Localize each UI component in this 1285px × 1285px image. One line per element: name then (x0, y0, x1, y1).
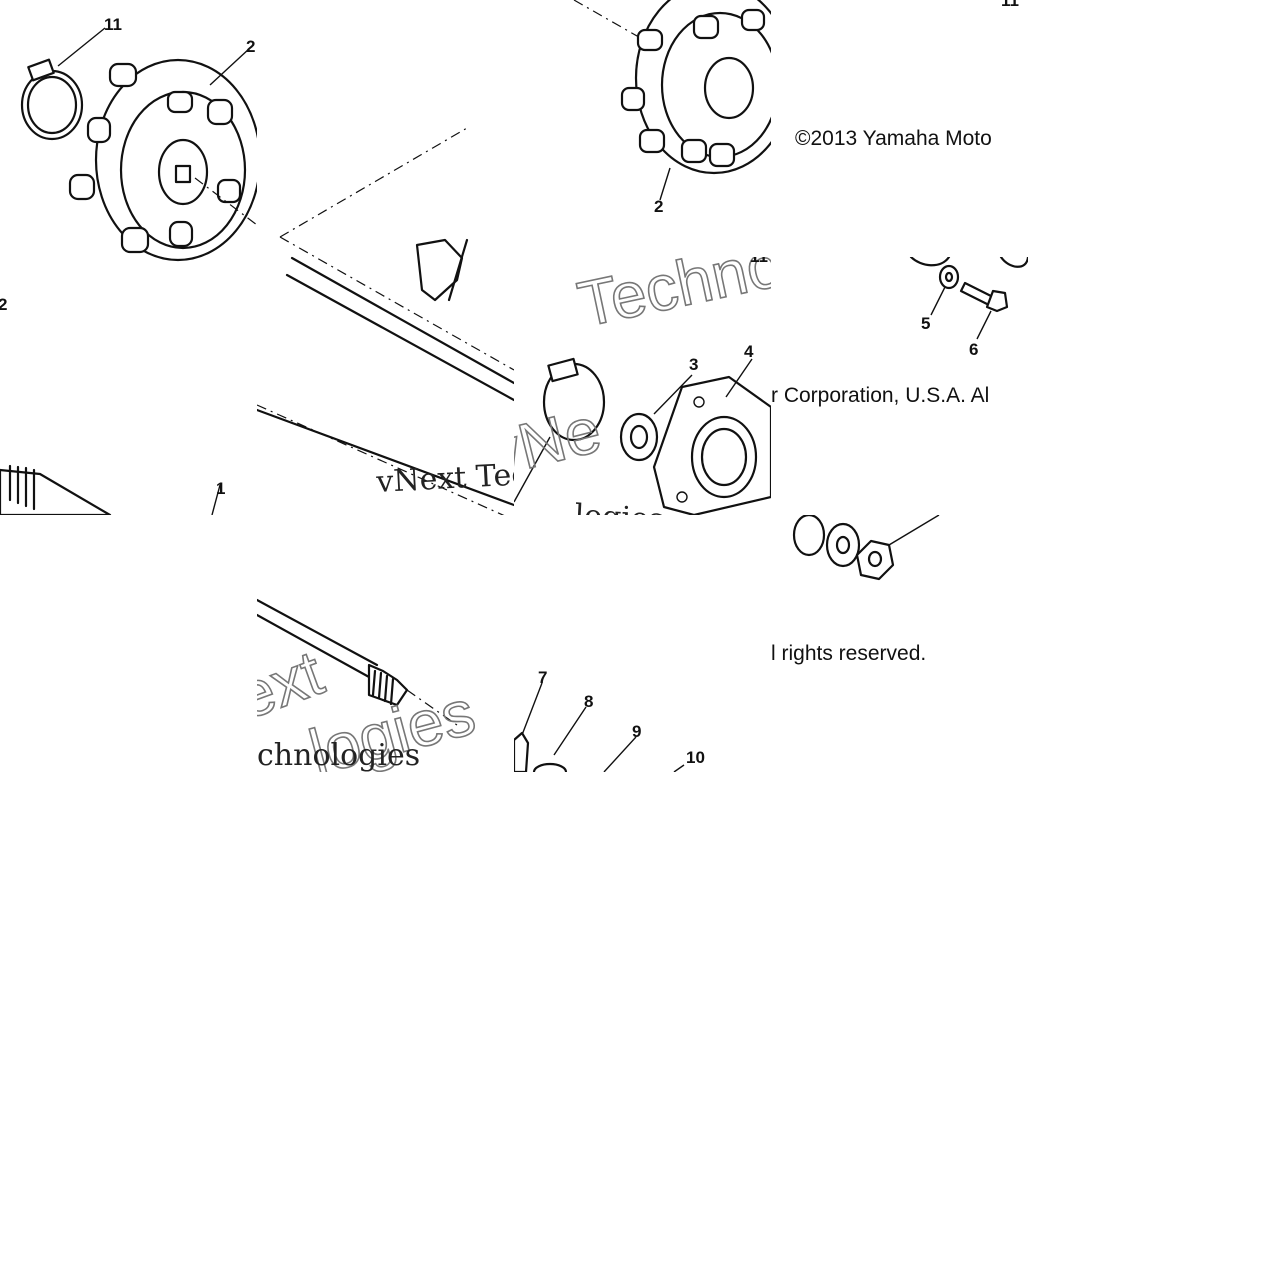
diagram-tile-nut: l rights reserved. (771, 515, 1028, 772)
watermark-chnologies: chnologies (257, 738, 420, 772)
diagram-tile-shaft-end: ext logies chnologies (257, 515, 514, 772)
callout-2-right: 2 (654, 197, 663, 216)
callout-8: 8 (584, 692, 593, 711)
callout-11-mid: 11 (750, 257, 768, 266)
shaft-end-part (0, 464, 112, 515)
diagram-tile-copyright: 11 ©2013 Yamaha Moto (771, 0, 1028, 257)
diagram-tile-washers: 7 8 9 10 (514, 515, 771, 772)
callout-1: 1 (216, 479, 225, 498)
callout-4: 4 (744, 342, 754, 361)
washers-drawing: 7 8 9 10 (514, 668, 705, 772)
diagram-tile-sprocket-left: 11 2 2 (0, 0, 257, 515)
callout-11-top: 11 (1001, 0, 1019, 10)
sprocket-left-drawing: 11 2 2 (0, 15, 257, 515)
diagram-tile-sprocket-right: 2 (514, 0, 771, 257)
callout-10: 10 (686, 748, 705, 767)
callout-9: 9 (632, 722, 641, 741)
callout-3: 3 (689, 355, 698, 374)
nut-part (938, 264, 960, 290)
diagram-tile-bearing-housing: Techno 11 3 4 vNe logies (514, 257, 771, 515)
watermark-vnext: vNext Tec (375, 457, 514, 500)
callout-5: 5 (921, 314, 930, 333)
watermark-techno: Techno (572, 257, 771, 341)
diagram-tile-shaft-plate: vNext Tec (257, 0, 514, 515)
copyright-line1: ©2013 Yamaha Moto (795, 127, 992, 150)
watermark-logies: logies (574, 498, 665, 515)
sprocket-part (68, 58, 257, 262)
callout-11: 11 (104, 15, 122, 34)
seal-part (619, 412, 659, 462)
shaft-end-drawing: ext logies chnologies (257, 598, 483, 772)
nut-drawing: l rights reserved. (771, 515, 940, 665)
hose-clamp-part (20, 58, 84, 141)
diagram-tile-bolt: 5 6 r Corporation, U.S.A. Al (771, 257, 1028, 515)
bearing-housing-drawing: Techno 11 3 4 vNe logies (514, 257, 771, 515)
sprocket-right-drawing: 2 (573, 0, 771, 216)
sprocket-right-part (620, 0, 771, 175)
bolt-drawing: 5 6 r Corporation, U.S.A. Al (771, 257, 1028, 407)
callout-7: 7 (538, 668, 547, 687)
bolt-part (959, 281, 1009, 313)
copyright-line2: r Corporation, U.S.A. Al (771, 384, 989, 407)
copyright-drawing: 11 ©2013 Yamaha Moto (795, 0, 1019, 150)
callout-6: 6 (969, 340, 978, 359)
shaft-plate-drawing: vNext Tec (257, 127, 514, 515)
housing-part (652, 375, 771, 515)
watermark-vne: vNe (514, 393, 608, 490)
callout-2-edge: 2 (0, 295, 7, 314)
copyright-line3: l rights reserved. (771, 642, 926, 665)
callout-2: 2 (246, 37, 255, 56)
clamp-part (542, 357, 606, 442)
